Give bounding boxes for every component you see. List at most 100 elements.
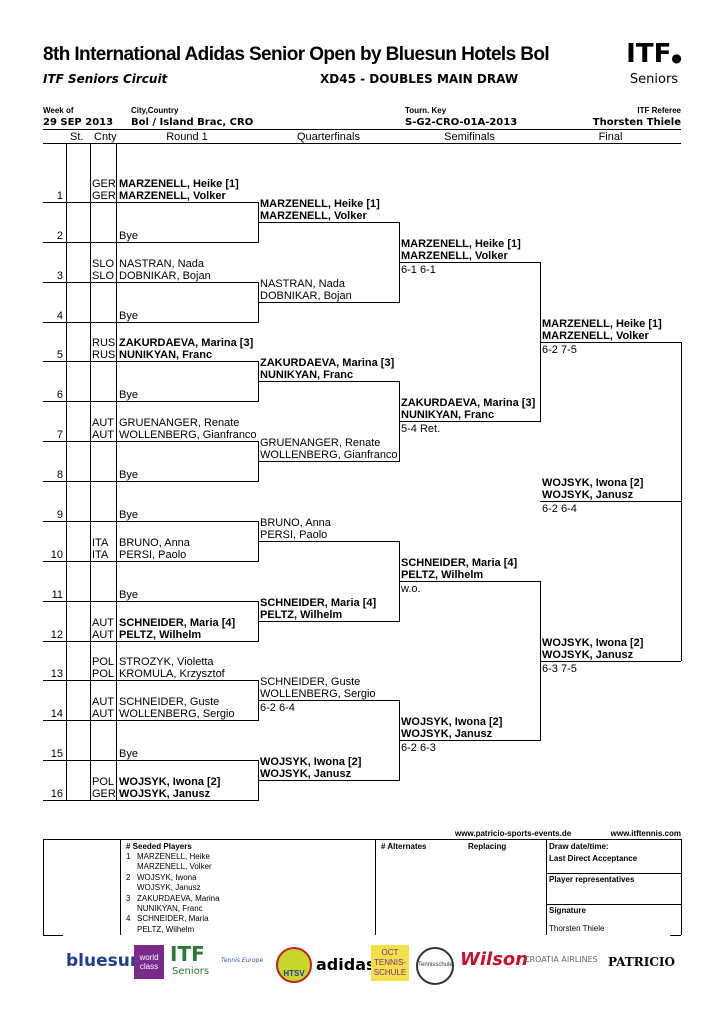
draw-position: 2 (56, 229, 63, 242)
player-name: NASTRAN, Nada (119, 257, 204, 270)
winner-name: WOJSYK, Iwona [2] (542, 636, 644, 649)
draw-position: 4 (56, 309, 63, 322)
country-code: GER (92, 190, 116, 202)
player-name: BRUNO, Anna (119, 536, 190, 549)
country-code: AUT (92, 708, 114, 721)
country-code: AUT (92, 429, 114, 442)
winner-name: WOJSYK, Iwona [2] (542, 477, 644, 490)
country-code: AUT (92, 696, 114, 709)
bluesun-logo: bluesun (66, 951, 142, 971)
country-code: POL (92, 668, 115, 681)
match-line (258, 540, 399, 542)
week-value: 29 SEP 2013 (43, 117, 114, 128)
player-name: Bye (119, 229, 138, 242)
tourn-key-value: S-G2-CRO-01A-2013 (405, 117, 518, 128)
patricio-link[interactable]: www.patricio-sports-events.de (455, 829, 572, 838)
winner-name: WOJSYK, Janusz (542, 489, 634, 502)
match-score: w.o. (401, 582, 421, 595)
player-name: SCHNEIDER, Guste (119, 696, 220, 709)
player-name: PERSI, Paolo (119, 548, 187, 561)
winner-name: PERSI, Paolo (260, 528, 328, 541)
seeded-header: # Seeded Players (126, 842, 192, 851)
divider (43, 143, 681, 144)
country-code: AUT (92, 417, 114, 430)
seed-player-name: PELTZ, Wilhelm (137, 924, 195, 934)
winner-name: MARZENELL, Heike [1] (542, 317, 662, 330)
match-score: 6-3 7-5 (542, 662, 577, 675)
slot-line (43, 760, 258, 762)
tennis-europe-logo: Tennis Europe (221, 957, 264, 964)
country-code: SLO (92, 269, 115, 282)
draw-position: 8 (56, 469, 63, 482)
htsv-logo: HTSV (276, 947, 312, 983)
winner-name: NUNIKYAN, Franc (401, 409, 495, 422)
country-code: RUS (92, 349, 116, 362)
itf-seniors-text: Seniors (172, 966, 210, 977)
match-line (258, 381, 399, 383)
match-line (399, 740, 540, 742)
slot-line (43, 481, 258, 483)
slot-line (43, 202, 258, 203)
itf-link[interactable]: www.itftennis.com (610, 829, 681, 838)
seed-player-name: WOJSYK, Janusz (137, 883, 201, 893)
city-value: Bol / Island Brac, CRO (131, 117, 254, 128)
col-quarterfinals: Quarterfinals (297, 131, 360, 143)
column-rule (116, 143, 117, 800)
draw-position: 14 (50, 708, 63, 721)
sponsor-strip: bluesun world class ITF Seniors Tennis E… (66, 943, 686, 985)
col-st: St. (70, 131, 84, 143)
wilson-logo: Wilson (460, 949, 529, 970)
player-name: MARZENELL, Heike [1] (119, 178, 239, 190)
slot-line (43, 241, 258, 243)
referee-value: Thorsten Thiele (592, 117, 681, 128)
winner-name: WOJSYK, Janusz (401, 728, 493, 741)
slot-line (43, 600, 258, 602)
winner-name: MARZENELL, Volker (260, 209, 367, 222)
player-name: PELTZ, Wilhelm (119, 628, 202, 641)
col-final: Final (598, 131, 623, 143)
player-name: WOJSYK, Iwona [2] (119, 776, 221, 789)
seed-number: 2 (126, 872, 131, 882)
bracket-connector (681, 341, 682, 662)
draw-position: 1 (56, 190, 63, 202)
country-code: GER (92, 178, 116, 190)
seed-number: 3 (126, 893, 131, 903)
country-code: ITA (92, 536, 109, 549)
match-score: 6-1 6-1 (401, 263, 436, 276)
seed-player-name: MARZENELL, Heike (137, 852, 210, 861)
winner-name: DOBNIKAR, Bojan (260, 289, 352, 302)
country-code: AUT (92, 616, 114, 629)
week-label: Week of (43, 106, 74, 115)
winner-name: WOJSYK, Janusz (542, 648, 634, 661)
divider (43, 129, 681, 130)
tourn-key-label: Tourn. Key (405, 106, 447, 115)
match-line (540, 341, 681, 343)
column-rule (90, 143, 91, 800)
seed-player-name: WOJSYK, Iwona (137, 872, 197, 882)
slot-line (43, 520, 258, 522)
alternates-header: # Alternates (381, 842, 427, 851)
seed-player-name: NUNIKYAN, Franc (137, 904, 203, 914)
referee-label: ITF Referee (637, 106, 681, 115)
match-line (258, 700, 399, 702)
winner-name: WOJSYK, Janusz (260, 768, 352, 781)
seeded-player: 3 ZAKURDAEVA, Marina (126, 894, 220, 904)
player-name: WOLLENBERG, Gianfranco (119, 429, 257, 442)
player-name: STROZYK, Violetta (119, 656, 214, 669)
oct-logo: OCT TENNIS-SCHULE (371, 945, 409, 981)
slot-line (43, 680, 258, 682)
player-name: WOJSYK, Janusz (119, 788, 211, 801)
match-line (399, 580, 540, 582)
draw-position: 15 (50, 748, 63, 761)
match-line (258, 620, 399, 622)
winner-name: ZAKURDAEVA, Marina [3] (401, 397, 536, 410)
winner-name: WOLLENBERG, Gianfranco (260, 449, 398, 462)
htsv-text: HTSV (283, 969, 305, 978)
croatia-airlines-logo: CROATIA AIRLINES (524, 955, 598, 964)
player-name: Bye (119, 469, 138, 482)
player-name: MARZENELL, Volker (119, 190, 226, 202)
winner-name: SCHNEIDER, Maria [4] (401, 556, 518, 569)
seed-player-name: ZAKURDAEVA, Marina (137, 893, 220, 903)
